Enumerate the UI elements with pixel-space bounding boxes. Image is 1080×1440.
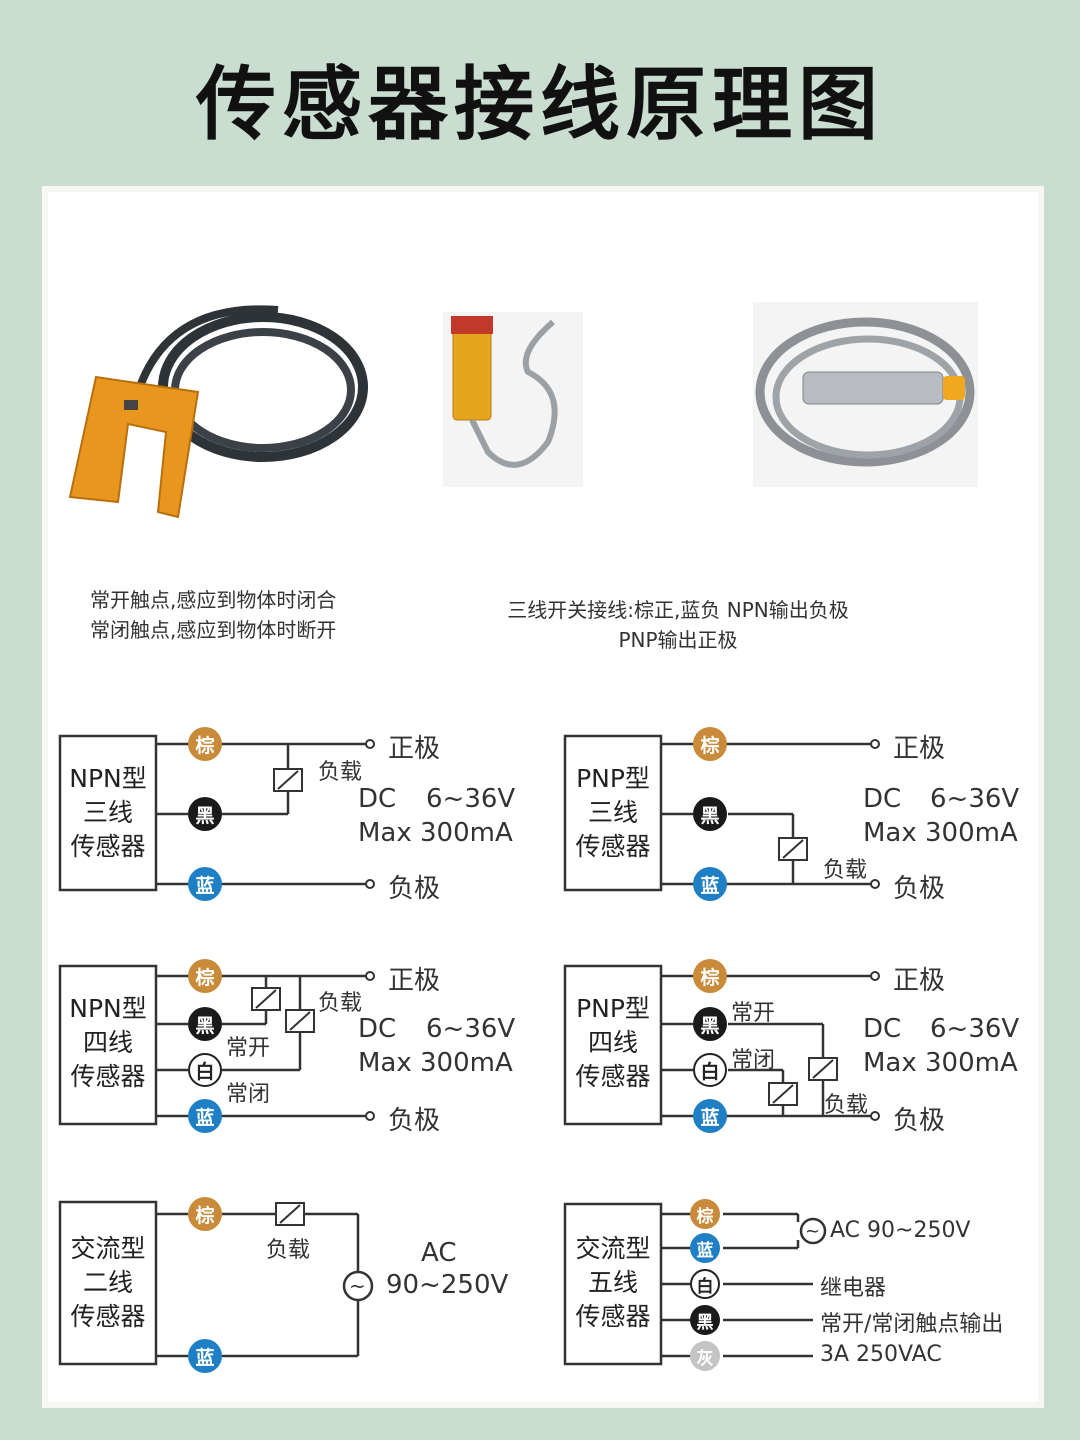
pnp4-white-badge: 白 [693, 1053, 727, 1087]
proximity-sensor-photo [753, 302, 978, 487]
pnp4-brown-badge: 棕 [693, 959, 727, 993]
pnp3-max-current: 300mA [925, 818, 1018, 848]
npn3-wires: 三线 [82, 798, 133, 827]
ac5-white-badge: 白 [690, 1269, 720, 1299]
npn4-max-current: 300mA [420, 1048, 513, 1078]
slot-caption: 常开触点,感应到物体时闭合 常闭触点,感应到物体时断开 [90, 585, 336, 645]
three-wire-caption-line1: 三线开关接线:棕正,蓝负 NPN输出负极 [507, 598, 849, 622]
npn3-black-badge: 黑 [188, 797, 222, 831]
ac2-type: 交流型 [70, 1234, 146, 1263]
ac5-gray-badge: 灰 [690, 1341, 720, 1371]
npn3-max-current: 300mA [420, 818, 513, 848]
three-wire-caption-line2: PNP输出正极 [618, 628, 738, 652]
npn3-blue-badge: 蓝 [188, 867, 222, 901]
npn4-white-badge: 白 [188, 1053, 222, 1087]
page-title: 传感器接线原理图 [196, 58, 884, 151]
npn4-dc-range: 6~36V [426, 1014, 516, 1044]
ac2-brown-badge: 棕 [188, 1197, 222, 1231]
pnp3-wires: 三线 [587, 798, 638, 827]
npn4-brown-badge: 棕 [188, 959, 222, 993]
npn3-positive: 正极 [388, 734, 441, 764]
pnp3-type: PNP型 [576, 764, 650, 793]
ac5-brown-badge: 棕 [690, 1199, 720, 1229]
photoelectric-sensor-photo [443, 312, 583, 487]
ac5-relay: 继电器 [820, 1276, 887, 1301]
ac2-ac: AC [421, 1238, 457, 1268]
npn4-sensor: 传感器 [70, 1062, 146, 1091]
ac5-sensor: 传感器 [575, 1302, 651, 1331]
npn3-box: NPN型 三线 传感器 [60, 762, 156, 864]
pnp4-black-badge: 黑 [693, 1007, 727, 1041]
slot-caption-line1: 常开触点,感应到物体时闭合 [90, 588, 337, 612]
wiring-diagrams: ~ ~ [58, 734, 880, 1366]
pnp4-max: Max [863, 1048, 917, 1078]
ac5-box: 交流型 五线 传感器 [565, 1232, 661, 1334]
pnp4-no: 常开 [731, 1001, 776, 1026]
pnp3-positive: 正极 [893, 734, 946, 764]
labels-layer: NPN型 三线 传感器 棕 黑 蓝 正极 负载 DC 6~36V Max 300… [48, 192, 1038, 1402]
ac2-sensor: 传感器 [70, 1302, 146, 1331]
npn3-load: 负载 [318, 760, 363, 785]
pnp4-wires: 四线 [587, 1028, 638, 1057]
npn3-max: Max [358, 818, 412, 848]
npn4-nc: 常闭 [226, 1082, 271, 1107]
pnp3-load: 负载 [823, 858, 868, 883]
svg-text:~: ~ [805, 1221, 820, 1242]
pnp3-box: PNP型 三线 传感器 [565, 762, 661, 864]
pnp4-dc-range: 6~36V [930, 1014, 1020, 1044]
npn4-max: Max [358, 1048, 412, 1078]
ac5-contact-out: 常开/常闭触点输出 [820, 1312, 1004, 1337]
ac2-blue-badge: 蓝 [188, 1339, 222, 1373]
ac2-wires: 二线 [82, 1268, 133, 1297]
npn4-no: 常开 [226, 1036, 271, 1061]
npn4-black-badge: 黑 [188, 1007, 222, 1041]
pnp3-sensor: 传感器 [575, 832, 651, 861]
npn3-brown-badge: 棕 [188, 727, 222, 761]
npn3-negative: 负极 [388, 874, 441, 904]
ac5-type: 交流型 [575, 1234, 651, 1263]
npn4-positive: 正极 [388, 966, 441, 996]
npn4-load: 负载 [318, 991, 363, 1016]
npn4-type: NPN型 [69, 994, 147, 1023]
pnp3-max: Max [863, 818, 917, 848]
pnp4-max-current: 300mA [925, 1048, 1018, 1078]
pnp4-negative: 负极 [893, 1106, 946, 1136]
pnp4-blue-badge: 蓝 [693, 1099, 727, 1133]
pnp4-load: 负载 [824, 1093, 869, 1118]
ac5-black-badge: 黑 [690, 1305, 720, 1335]
slot-caption-line2: 常闭触点,感应到物体时断开 [90, 618, 337, 642]
npn3-dc: DC [358, 784, 397, 814]
pnp3-blue-badge: 蓝 [693, 867, 727, 901]
npn4-negative: 负极 [388, 1106, 441, 1136]
npn3-sensor: 传感器 [70, 832, 146, 861]
ac5-wires: 五线 [587, 1268, 638, 1297]
npn4-dc: DC [358, 1014, 397, 1044]
pnp4-box: PNP型 四线 传感器 [565, 992, 661, 1094]
npn4-wires: 四线 [82, 1028, 133, 1057]
ac2-ac-range: 90~250V [386, 1270, 509, 1300]
pnp3-negative: 负极 [893, 874, 946, 904]
npn4-blue-badge: 蓝 [188, 1099, 222, 1133]
ac2-load: 负载 [266, 1238, 311, 1263]
ac5-rating: 3A 250VAC [820, 1342, 942, 1367]
npn3-type: NPN型 [69, 764, 147, 793]
pnp3-black-badge: 黑 [693, 797, 727, 831]
pnp3-dc-range: 6~36V [930, 784, 1020, 814]
slot-sensor-photo [68, 305, 368, 519]
pnp4-nc: 常闭 [731, 1048, 776, 1073]
pnp4-sensor: 传感器 [575, 1062, 651, 1091]
three-wire-caption: 三线开关接线:棕正,蓝负 NPN输出负极 PNP输出正极 [468, 595, 888, 655]
svg-text:~: ~ [349, 1274, 366, 1298]
pnp4-dc: DC [863, 1014, 902, 1044]
npn3-dc-range: 6~36V [426, 784, 516, 814]
pnp3-dc: DC [863, 784, 902, 814]
pnp3-brown-badge: 棕 [693, 727, 727, 761]
ac5-ac-full: AC 90~250V [830, 1218, 971, 1243]
pnp4-positive: 正极 [893, 966, 946, 996]
ac5-blue-badge: 蓝 [690, 1233, 720, 1263]
ac2-box: 交流型 二线 传感器 [60, 1232, 156, 1334]
sensor-photos [68, 302, 978, 519]
pnp4-type: PNP型 [576, 994, 650, 1023]
npn4-box: NPN型 四线 传感器 [60, 992, 156, 1094]
